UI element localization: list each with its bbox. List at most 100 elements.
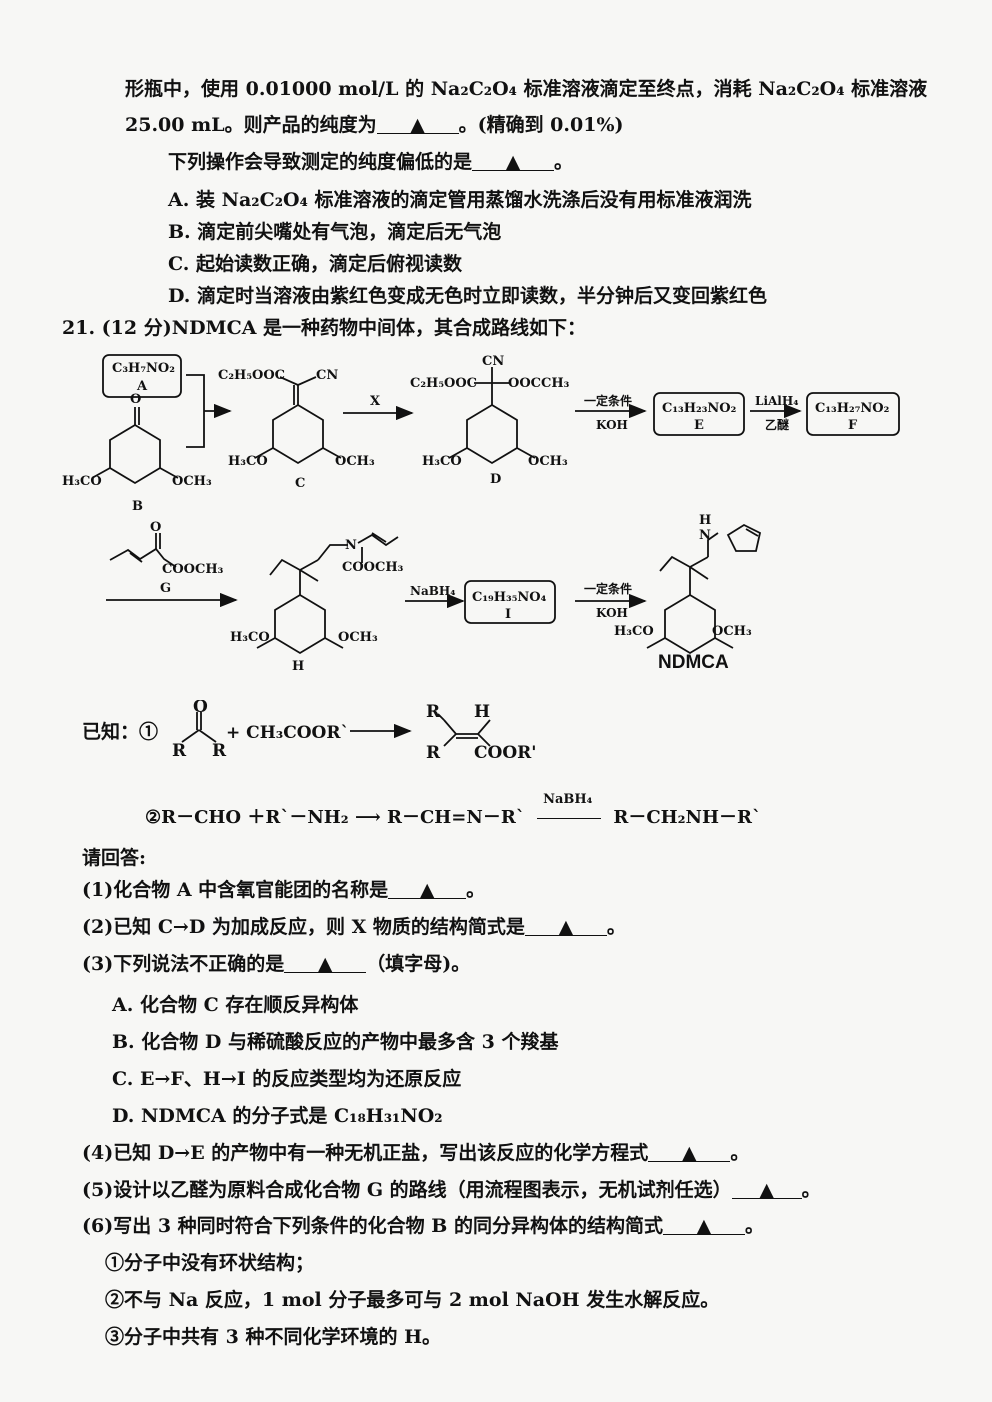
blank-mark: ▲: [505, 151, 521, 173]
sub5-post: 。: [801, 1179, 821, 1201]
bracket: [186, 374, 222, 448]
q20-line3-post: 。: [554, 151, 574, 173]
answer-blank-5[interactable]: ▲: [731, 1178, 802, 1201]
blank-mark: ▲: [558, 916, 574, 938]
label-i: I: [505, 607, 511, 622]
answer-blank-6[interactable]: ▲: [662, 1214, 745, 1237]
compound-a-box: [102, 354, 182, 398]
ring-ndmca: [664, 593, 716, 655]
c-och3: OCH₃: [335, 454, 375, 469]
d-occh3: OOCCH₃: [508, 376, 570, 391]
label-b: B: [132, 499, 143, 514]
condition-2: ②不与 Na 反应，1 mol 分子最多可与 2 mol NaOH 发生水解反应…: [105, 1289, 720, 1311]
known-line2: ②R－CHO ＋R`－NH₂ ⟶ R－CH=N－R`: [145, 807, 525, 828]
answer-blank-4[interactable]: ▲: [648, 1141, 731, 1164]
known-reagent: + CH₃COOR`: [226, 723, 349, 743]
g-oxygen: O: [150, 520, 161, 535]
sub5-pre: (5)设计以乙醛为原料合成化合物 G 的路线（用流程图表示，无机试剂任选）: [82, 1179, 732, 1201]
ring-cyclopentene: [726, 523, 762, 552]
condition-1: ①分子中没有环状结构；: [105, 1252, 315, 1274]
scheme-labels: C₃H₇NO₂ A O H₃CO OCH₃ B C₂H₅OOC CN H₃CO …: [62, 354, 889, 674]
h-cooch3: COOCH₃: [342, 560, 404, 575]
ring-b: [109, 423, 161, 485]
sub4-pre: (4)已知 D→E 的产物中有一种无机正盐，写出该反应的化学方程式: [82, 1142, 649, 1164]
arrow-de-bottom: KOH: [596, 418, 628, 432]
q20-line2-pre: 25.00 mL。则产品的纯度为: [125, 114, 377, 136]
known-line2-arrow: [537, 817, 602, 819]
ask-label: 请回答:: [82, 847, 147, 869]
known-line2-reagent: NaBH₄: [543, 792, 593, 807]
arrow-x-label: X: [370, 394, 381, 409]
blank-mark: ▲: [682, 1142, 697, 1164]
label-c: C: [295, 476, 305, 491]
sub4-post: 。: [730, 1142, 750, 1164]
blank-mark: ▲: [696, 1215, 712, 1237]
blank-mark: ▲: [317, 953, 333, 975]
condition-3: ③分子中共有 3 种不同化学环境的 H。: [105, 1326, 442, 1348]
label-g: G: [160, 581, 171, 596]
arrow-hi-top: NaBH₄: [410, 584, 455, 598]
formula-e: C₁₃H₂₃NO₂: [662, 401, 736, 416]
label-e: E: [694, 418, 704, 433]
formula-i: C₁₉H₃₅NO₄: [472, 590, 547, 605]
known-reaction-1: O R R + CH₃COOR` R H R COOR': [172, 700, 536, 763]
q3-option-a: A. 化合物 C 存在顺反异构体: [112, 994, 359, 1016]
formula-a: C₃H₇NO₂: [112, 361, 175, 376]
label-h: H: [292, 659, 304, 674]
d-c2h5ooc: C₂H₅OOC: [410, 376, 477, 391]
blank-mark: ▲: [410, 114, 425, 136]
synthesis-scheme: C₃H₇NO₂ A O H₃CO OCH₃ B C₂H₅OOC CN H₃CO …: [62, 354, 900, 674]
known-prod-r2: R: [426, 743, 441, 763]
h-ch3o: H₃CO: [230, 630, 270, 645]
sub3-pre: (3)下列说法不正确的是: [82, 953, 285, 975]
b-oxygen: O: [130, 392, 141, 407]
arrow-ef-top: LiAlH₄: [755, 394, 798, 408]
ring-c: [272, 403, 324, 465]
structure-g: [109, 547, 177, 568]
answer-blank-low[interactable]: ▲: [472, 150, 555, 173]
sub1-post: 。: [466, 879, 486, 901]
known-line2-product: R－CH₂NH－R`: [613, 807, 761, 828]
q20-option-d: D. 滴定时当溶液由紫红色变成无色时立即读数，半分钟后又变回紫红色: [168, 285, 768, 307]
q21-sub3: (3)下列说法不正确的是 ▲ （填字母)。: [82, 952, 470, 976]
q20-line3-pre: 下列操作会导致测定的纯度偏低的是: [168, 151, 473, 173]
answer-blank-purity[interactable]: ▲: [376, 113, 459, 136]
sub3-post: （填字母)。: [366, 953, 471, 975]
answer-blank-3[interactable]: ▲: [284, 952, 367, 975]
arrow-ef-bottom: 乙醚: [765, 417, 789, 432]
b-ch3o: H₃CO: [62, 474, 102, 489]
formula-f: C₁₃H₂₇NO₂: [815, 401, 889, 416]
q21-sub6: (6)写出 3 种同时符合下列条件的化合物 B 的同分异构体的结构简式▲。: [82, 1214, 764, 1238]
answer-blank-1[interactable]: ▲: [388, 878, 467, 901]
q3-option-d: D. NDMCA 的分子式是 C₁₈H₃₁NO₂: [112, 1105, 443, 1127]
answer-blank-2[interactable]: ▲: [524, 915, 607, 938]
sub2-pre: (2)已知 C→D 为加成反应，则 X 物质的结构简式是: [82, 916, 525, 938]
compound-f-box: [806, 392, 900, 436]
known-reaction-2: ②R－CHO ＋R`－NH₂ ⟶ R－CH=N－R` NaBH₄ R－CH₂NH…: [145, 792, 761, 830]
blank-mark: ▲: [759, 1179, 774, 1201]
label-a: A: [136, 379, 148, 394]
h-nitrogen: N: [345, 538, 357, 553]
q21-sub5: (5)设计以乙醛为原料合成化合物 G 的路线（用流程图表示，无机试剂任选） ▲ 。: [82, 1178, 821, 1202]
ring-d: [466, 403, 518, 465]
c-cn: CN: [316, 368, 338, 383]
sub1-pre: (1)化合物 A 中含氧官能团的名称是: [82, 879, 389, 901]
b-och3: OCH₃: [172, 474, 212, 489]
q3-option-c: C. E→F、H→I 的反应类型均为还原反应: [112, 1068, 462, 1090]
sub6-post: 。: [744, 1215, 764, 1237]
q21-heading: 21. (12 分)NDMCA 是一种药物中间体，其合成路线如下：: [62, 317, 587, 339]
ndmca-n: N: [699, 528, 711, 543]
arrow-i-top: 一定条件: [584, 581, 632, 596]
d-ch3o: H₃CO: [422, 454, 462, 469]
arrow-de-top: 一定条件: [584, 393, 632, 408]
compound-i-box: [464, 580, 556, 624]
known-o: O: [193, 700, 208, 717]
q20-option-c: C. 起始读数正确，滴定后俯视读数: [168, 253, 463, 275]
known-r2: R: [212, 741, 227, 761]
compound-e-box: [653, 392, 745, 436]
q20-option-a: A. 装 Na₂C₂O₄ 标准溶液的滴定管用蒸馏水洗涤后没有用标准液润洗: [168, 189, 752, 211]
c-c2h5ooc: C₂H₅OOC: [218, 368, 285, 383]
c-ch3o: H₃CO: [228, 454, 268, 469]
ring-h: [274, 593, 326, 655]
ndmca-label: NDMCA: [658, 652, 729, 673]
